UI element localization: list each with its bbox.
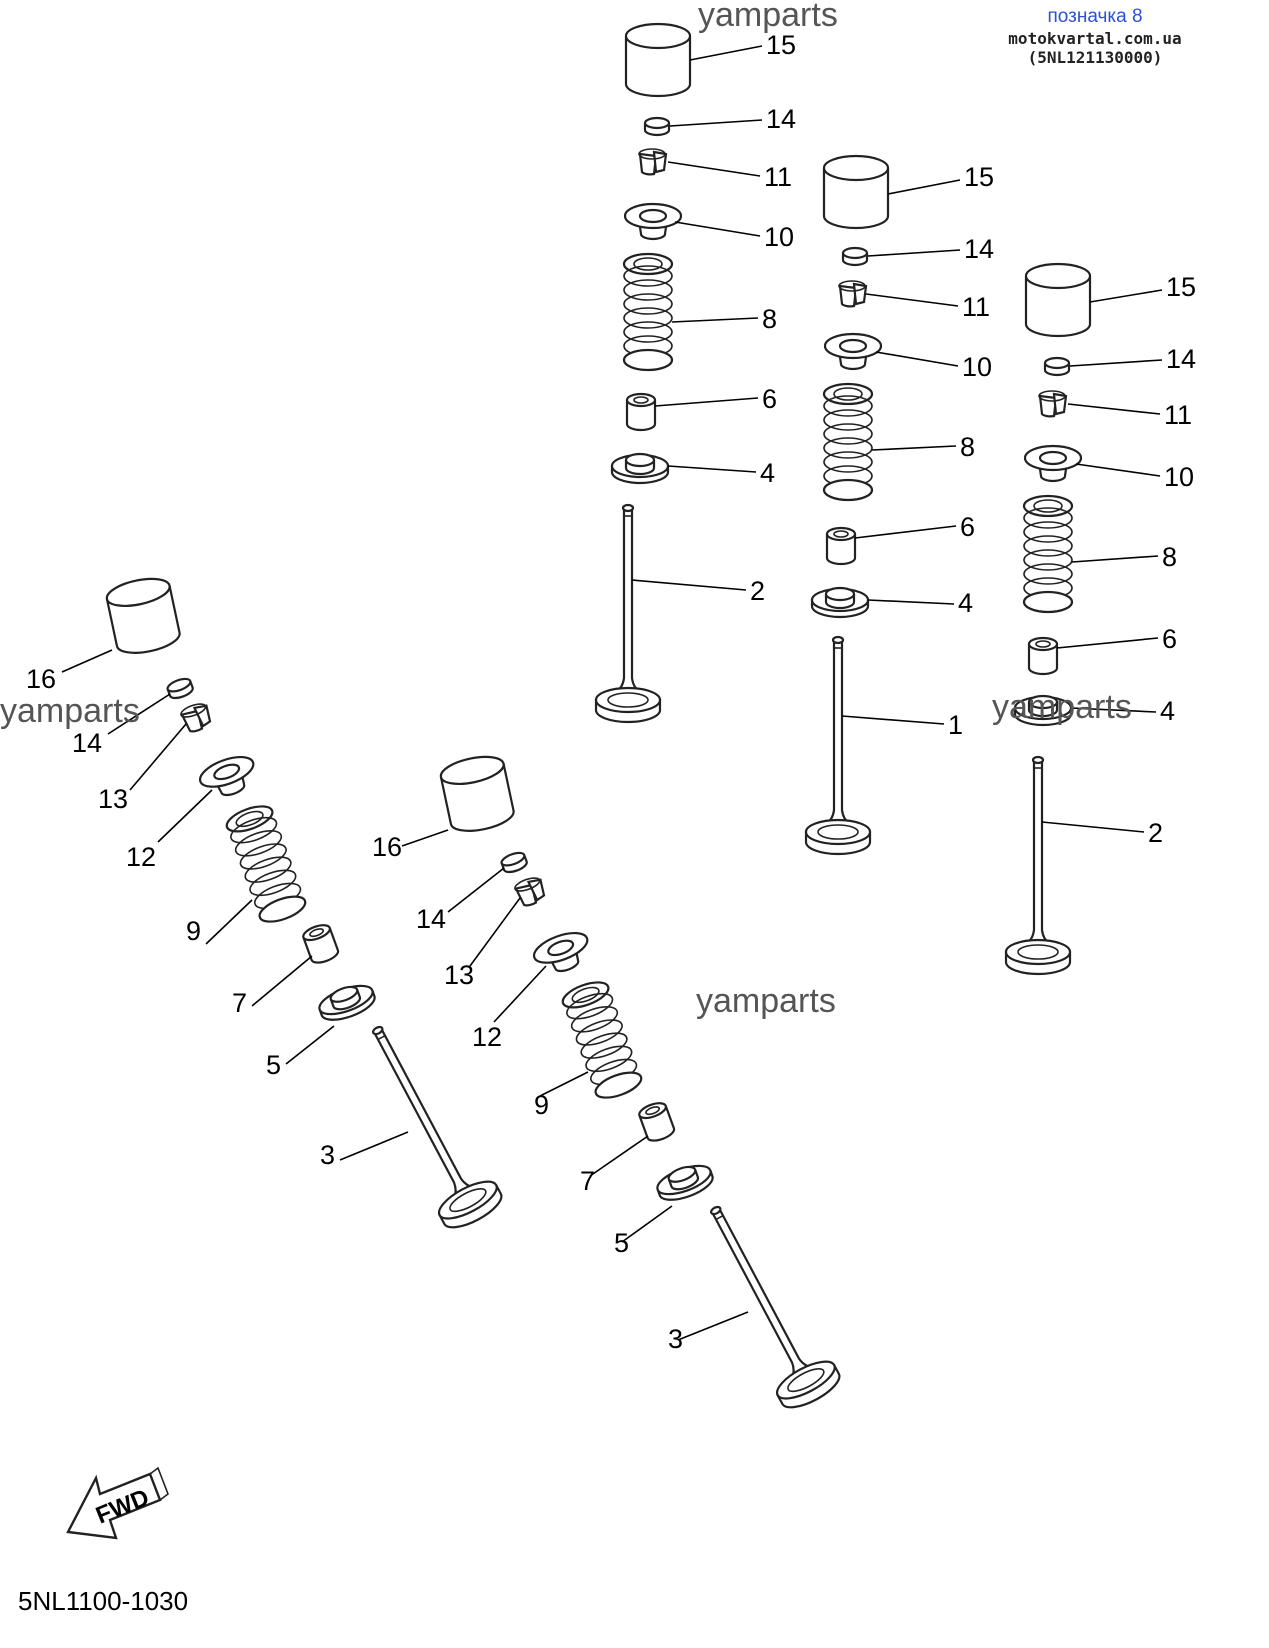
- callout-8: 8: [960, 432, 975, 462]
- shim: [1043, 356, 1071, 377]
- callout-3: 3: [320, 1140, 335, 1170]
- valve-spring: [222, 800, 310, 928]
- callout-16: 16: [372, 832, 402, 862]
- callout-8: 8: [1162, 542, 1177, 572]
- callout-15: 15: [964, 162, 994, 192]
- valve-stem-seal: [1027, 636, 1059, 676]
- callout-4: 4: [760, 458, 775, 488]
- badge-source: motokvartal.com.ua (5NL121130000): [1008, 29, 1182, 67]
- tappet-bucket: [103, 572, 184, 659]
- callout-15: 15: [1166, 272, 1196, 302]
- valve: [684, 1191, 846, 1416]
- callout-4: 4: [1160, 696, 1175, 726]
- callout-9: 9: [534, 1090, 549, 1120]
- valve-cotter: [512, 873, 549, 910]
- tappet-bucket: [437, 750, 518, 837]
- callout-14: 14: [1166, 344, 1196, 374]
- callout-12: 12: [126, 842, 156, 872]
- callout-14: 14: [766, 104, 796, 134]
- callout-1: 1: [948, 710, 963, 740]
- callout-9: 9: [186, 916, 201, 946]
- callout-7: 7: [232, 988, 247, 1018]
- callout-5: 5: [614, 1228, 629, 1258]
- callout-11: 11: [962, 292, 990, 322]
- callout-14: 14: [964, 234, 994, 264]
- tappet-bucket: [1024, 262, 1092, 338]
- callout-5: 5: [266, 1050, 281, 1080]
- valve-set-b: 15 14 11 10 8 6 4 1: [804, 154, 994, 856]
- callout-13: 13: [98, 784, 128, 814]
- callout-6: 6: [762, 384, 777, 414]
- tappet-bucket: [822, 154, 890, 230]
- shim: [643, 116, 671, 137]
- callout-2: 2: [1148, 818, 1163, 848]
- valve-stem-seal: [625, 392, 657, 432]
- callout-10: 10: [764, 222, 794, 252]
- valve-set-e: 16 14 13 12 9 7 5 3: [372, 750, 846, 1416]
- callout-4: 4: [958, 588, 973, 618]
- spring-seat: [810, 586, 870, 619]
- valve-spring: [822, 382, 874, 502]
- valve-retainer: [529, 925, 596, 981]
- valve-spring: [558, 976, 646, 1104]
- forward-arrow-icon: FWD: [66, 1466, 169, 1540]
- tappet-bucket: [624, 22, 692, 98]
- callout-10: 10: [962, 352, 992, 382]
- callout-8: 8: [762, 304, 777, 334]
- shim: [498, 849, 530, 876]
- callout-14: 14: [416, 904, 446, 934]
- valve-retainer: [1023, 444, 1083, 483]
- valve-stem-seal: [636, 1099, 678, 1145]
- valve: [804, 635, 872, 856]
- callout-16: 16: [26, 664, 56, 694]
- valve-retainer: [823, 332, 883, 371]
- valve-set-d: 16 14 13 12 9 7 5 3: [26, 572, 508, 1236]
- valve-set-c: 15 14 11 10 8 6 4 2: [1004, 262, 1196, 976]
- valve-spring: [1022, 494, 1074, 614]
- diagram-code: 5NL1100-1030: [18, 1586, 188, 1616]
- callout-14: 14: [72, 728, 102, 758]
- spring-seat: [652, 1158, 718, 1207]
- callout-10: 10: [1164, 462, 1194, 492]
- badge-title: позначка 8: [1047, 6, 1143, 27]
- callout-7: 7: [580, 1166, 595, 1196]
- valve-stem-seal: [825, 526, 857, 566]
- watermark: yamparts: [992, 688, 1132, 726]
- shim: [164, 675, 196, 702]
- callout-13: 13: [444, 960, 474, 990]
- callout-11: 11: [764, 162, 792, 192]
- valve-cotter: [837, 279, 868, 308]
- valve-spring: [622, 252, 674, 372]
- callout-6: 6: [960, 512, 975, 542]
- source-badge: позначка 8 motokvartal.com.ua (5NL121130…: [940, 6, 1250, 67]
- valve-cotter: [178, 699, 215, 736]
- callout-3: 3: [668, 1324, 683, 1354]
- watermark: yamparts: [0, 692, 140, 730]
- callout-2: 2: [750, 576, 765, 606]
- spring-seat: [314, 978, 380, 1027]
- valve-cotter: [1037, 389, 1068, 418]
- shim: [841, 246, 869, 267]
- spring-seat: [610, 452, 670, 485]
- watermark: yamparts: [696, 982, 836, 1020]
- watermark: yamparts: [698, 0, 838, 34]
- valve-retainer: [623, 202, 683, 241]
- callout-6: 6: [1162, 624, 1177, 654]
- valve-set-a: 15 14 11 10 8 6 4 2: [594, 22, 796, 724]
- valve-cotter: [637, 147, 668, 176]
- callout-15: 15: [766, 30, 796, 60]
- valve: [1004, 755, 1072, 976]
- callout-11: 11: [1164, 400, 1192, 430]
- valve: [594, 503, 662, 724]
- callout-12: 12: [472, 1022, 502, 1052]
